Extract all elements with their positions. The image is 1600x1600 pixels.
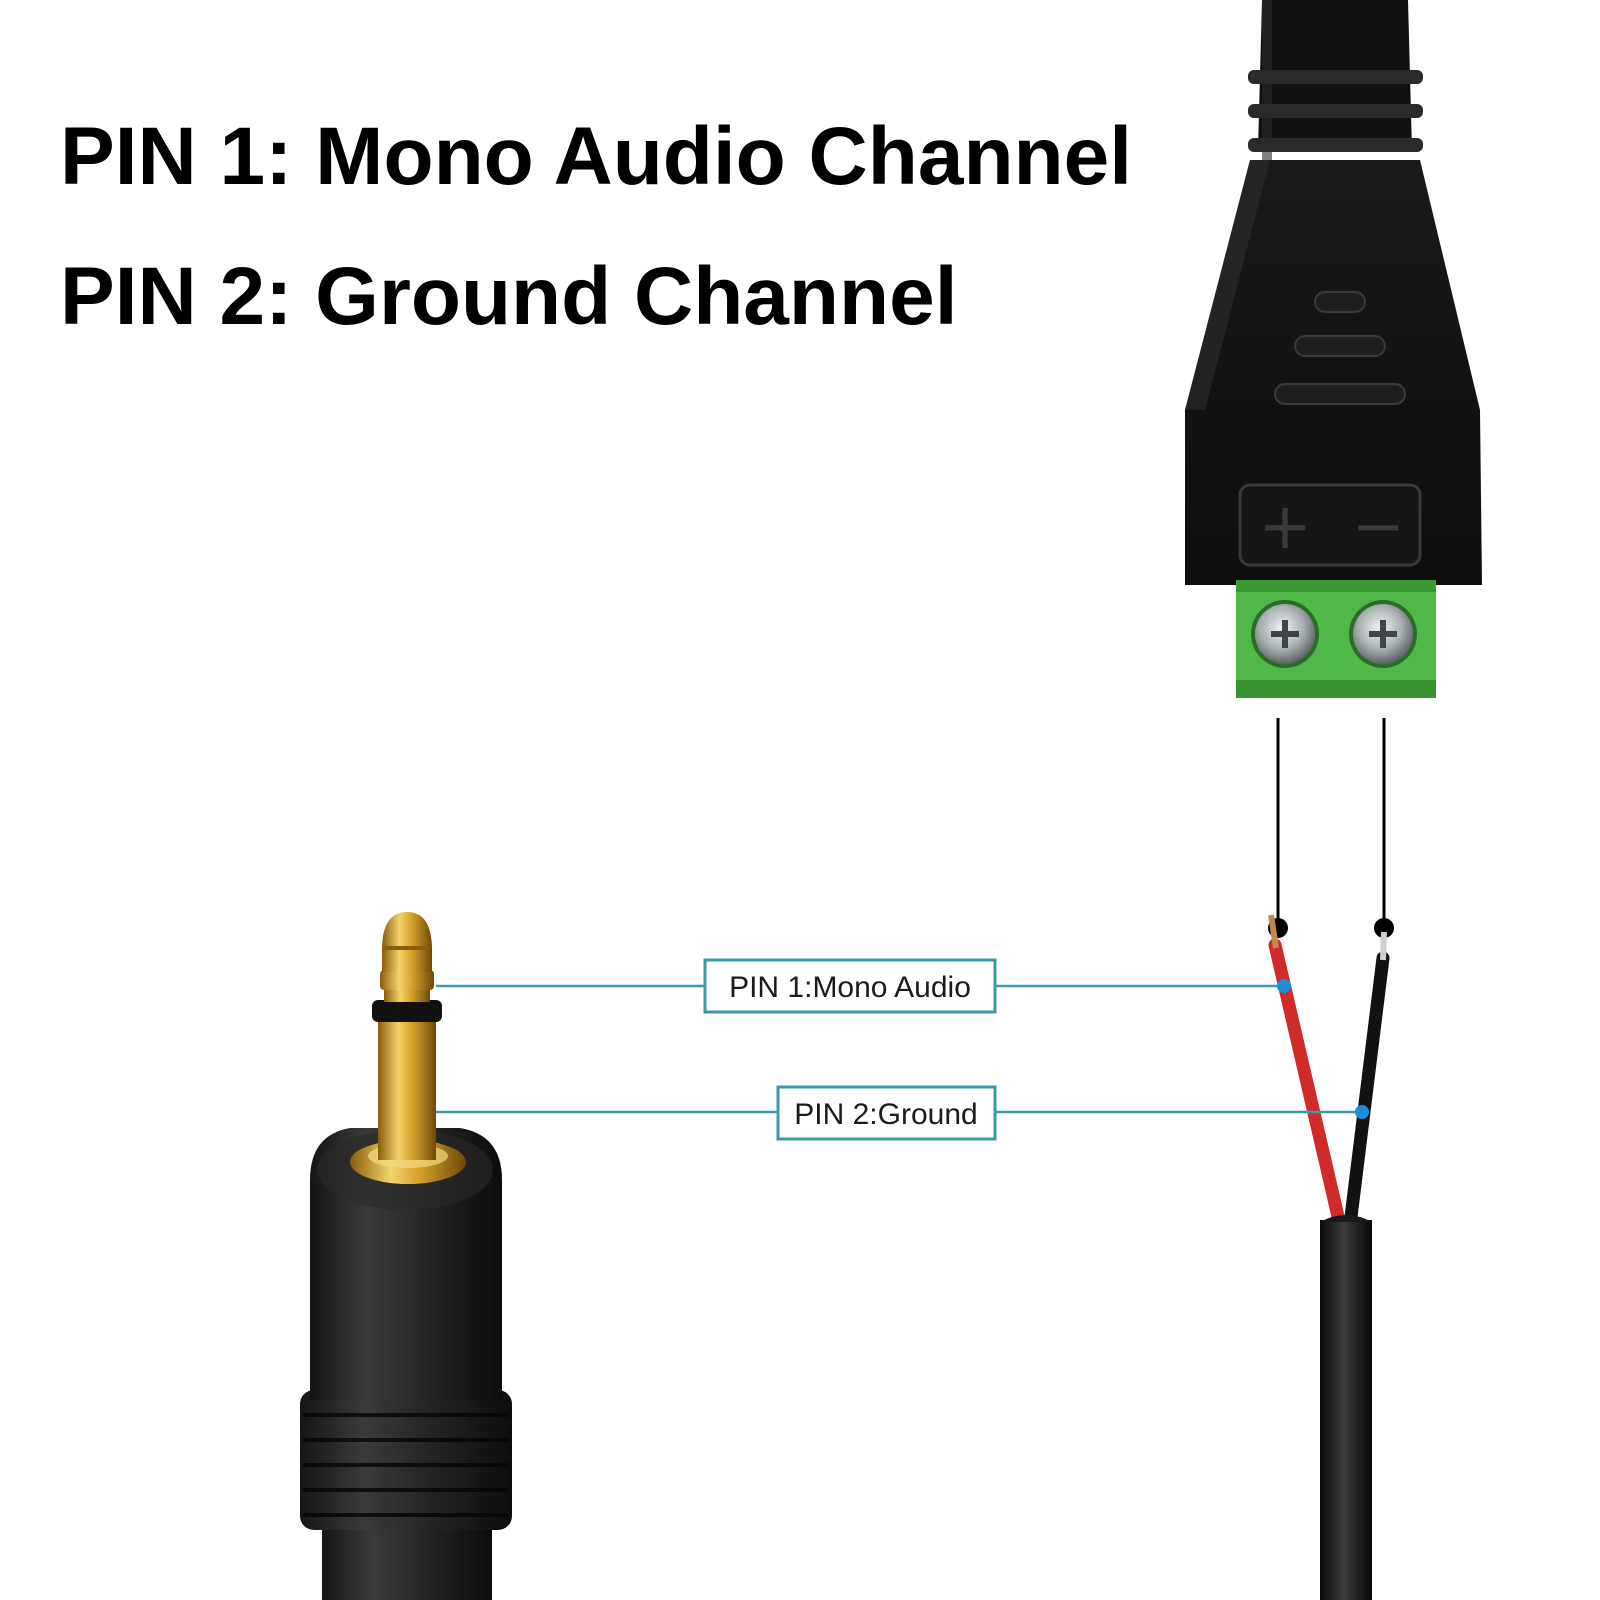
callout-pin1: PIN 1:Mono Audio	[436, 958, 1291, 1014]
plug-sleeve	[378, 1012, 436, 1160]
grip-ridge	[1294, 335, 1386, 357]
minus-sign: −	[1351, 490, 1405, 564]
pin1-heading: PIN 1: Mono Audio Channel	[60, 111, 1133, 202]
grip-ridge	[1274, 383, 1406, 405]
plug-insulator-ring	[372, 1000, 442, 1022]
terminal-dot-2	[1374, 918, 1394, 938]
polarity-panel	[1238, 483, 1422, 567]
black-wire	[1343, 951, 1390, 1232]
screw-2-icon	[1349, 600, 1417, 668]
cable-jacket	[1320, 1220, 1372, 1600]
wire-pair	[1268, 914, 1390, 1600]
strain-relief	[1248, 0, 1423, 160]
mono-plug	[300, 912, 512, 1600]
callout-pin1-dot	[1277, 979, 1291, 993]
grip-ridge	[1314, 291, 1366, 313]
callout-pin1-label: PIN 1:Mono Audio	[729, 971, 971, 1004]
plug-tip	[382, 912, 432, 972]
plug-grip	[300, 1390, 512, 1530]
callout-pin2-label: PIN 2:Ground	[794, 1098, 977, 1131]
callout-pin2: PIN 2:Ground	[436, 1085, 1369, 1141]
screw-1-icon	[1251, 600, 1319, 668]
terminal-block-connector: + −	[1185, 0, 1482, 698]
connector-body	[1185, 160, 1482, 585]
callout-pin2-dot	[1355, 1105, 1369, 1119]
plus-sign: +	[1258, 490, 1312, 564]
callout-pin2-box	[776, 1085, 997, 1141]
callout-pin1-box	[703, 958, 997, 1014]
pin2-heading: PIN 2: Ground Channel	[60, 251, 958, 342]
